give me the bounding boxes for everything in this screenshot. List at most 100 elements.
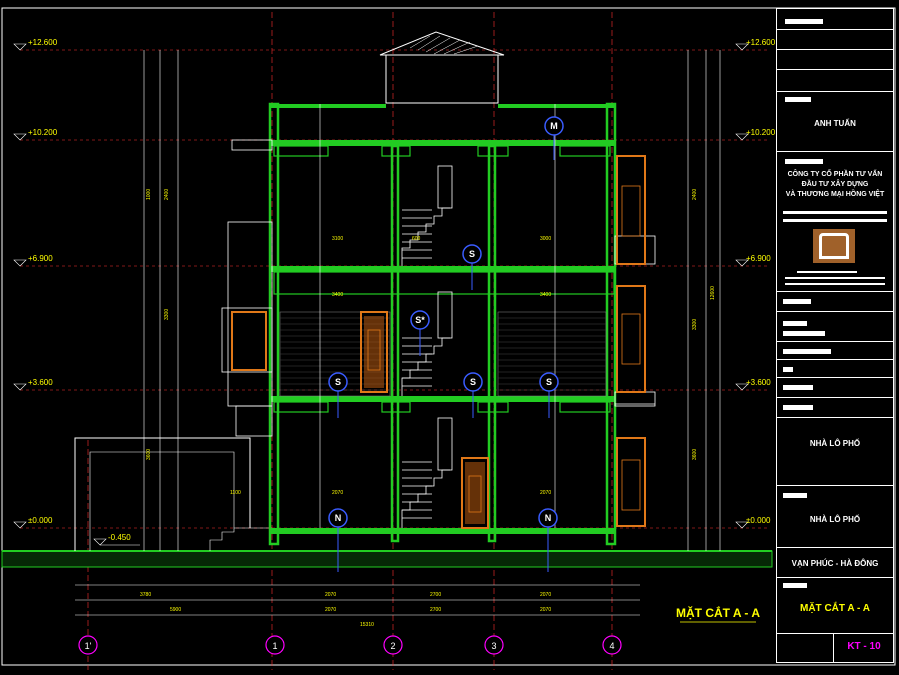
tb-role-bar-5 (783, 367, 793, 372)
svg-text:3780: 3780 (140, 592, 151, 598)
svg-text:3100: 3100 (332, 236, 343, 242)
svg-text:S: S (469, 249, 475, 259)
svg-text:2070: 2070 (332, 490, 343, 496)
level-marker-6900-right: +6.900 (735, 254, 771, 267)
svg-text:1100: 1100 (230, 490, 241, 496)
floor-slabs (270, 104, 615, 534)
sheet-number: KT - 10 (847, 641, 881, 652)
company-logo (813, 229, 855, 263)
level-marker-0000-left: ±0.000 (13, 516, 53, 529)
tag-s-left: S (328, 372, 348, 418)
axis-bubble-1p: 1' (78, 635, 98, 655)
axis-bubble-4: 4 (602, 635, 622, 655)
svg-text:15310: 15310 (360, 622, 374, 628)
svg-text:+6.900: +6.900 (746, 254, 771, 263)
svg-text:2: 2 (390, 641, 395, 651)
svg-text:+12.600: +12.600 (746, 38, 776, 47)
svg-text:-0.450: -0.450 (108, 533, 131, 542)
entry-steps (209, 527, 272, 551)
tb-company-heading-bar (785, 159, 823, 164)
room-tags: M S S* S S S N N (328, 116, 564, 572)
svg-text:5900: 5900 (170, 607, 181, 613)
svg-text:+12.600: +12.600 (28, 38, 58, 47)
axis-bubble-2: 2 (383, 635, 403, 655)
svg-text:N: N (335, 513, 342, 523)
tb-role-bar-4 (783, 349, 831, 354)
svg-text:3600: 3600 (692, 449, 698, 460)
horizontal-dimension-text: 3780 5900 2070 2700 2070 2070 2700 2070 … (140, 592, 551, 628)
beams (273, 145, 615, 413)
door-fill (364, 316, 485, 524)
svg-text:+3.600: +3.600 (746, 378, 771, 387)
svg-text:N: N (545, 513, 552, 523)
tag-s-center: S (463, 372, 483, 418)
svg-text:±0.000: ±0.000 (28, 516, 53, 525)
svg-text:1: 1 (272, 641, 277, 651)
level-marker-10200-left: +10.200 (13, 128, 58, 141)
tb-drawing-heading-bar (783, 583, 807, 588)
axis-bubbles: 1' 1 2 3 4 (78, 635, 622, 655)
horizontal-dimensions (75, 584, 640, 616)
level-marker-12600-right: +12.600 (735, 38, 776, 51)
dimension-text: 1000 3300 3600 2400 2400 3300 3600 12600… (146, 189, 716, 496)
level-marker-3600-left: +3.600 (13, 378, 53, 391)
svg-text:2400: 2400 (692, 189, 698, 200)
tag-n-right: N (538, 508, 558, 572)
svg-text:S: S (470, 377, 476, 387)
level-marker-12600-left: +12.600 (13, 38, 58, 51)
svg-text:3300: 3300 (692, 319, 698, 330)
project-location: VẠN PHÚC - HÀ ĐÔNG (791, 559, 879, 568)
tag-s-star: S* (410, 310, 430, 356)
tb-role-bar-6 (783, 385, 813, 390)
svg-text:2070: 2070 (540, 592, 551, 598)
svg-text:2700: 2700 (430, 592, 441, 598)
svg-text:3400: 3400 (332, 292, 343, 298)
sheet-border (1, 7, 896, 666)
svg-text:2070: 2070 (540, 490, 551, 496)
level-lines (20, 49, 770, 529)
svg-text:2070: 2070 (325, 607, 336, 613)
svg-text:+10.200: +10.200 (28, 128, 58, 137)
level-marker-3600-right: +3.600 (735, 378, 771, 391)
svg-text:2700: 2700 (430, 607, 441, 613)
svg-text:3600: 3600 (146, 449, 152, 460)
level-marker-6900-left: +6.900 (13, 254, 53, 267)
tag-n-left: N (328, 508, 348, 572)
company-address-bar-2 (785, 277, 885, 279)
company-line-1: CÔNG TY CỔ PHẦN TƯ VẤN (787, 171, 883, 178)
staircase (401, 165, 453, 528)
level-marker-10200-right: +10.200 (735, 128, 776, 141)
ground-hatch (1, 550, 773, 568)
company-subtext-bar (783, 211, 887, 214)
tb-role-bar-3 (783, 331, 825, 336)
axis-bubble-3: 3 (484, 635, 504, 655)
company-address-bar-3 (785, 283, 885, 285)
roof-gable (379, 31, 505, 56)
drawing-name: MẶT CẮT A - A (800, 603, 870, 614)
section-title: MẶT CẮT A - A (676, 605, 760, 620)
svg-text:S: S (335, 377, 341, 387)
company-address-bar (797, 271, 857, 273)
tag-m: M (544, 116, 564, 160)
svg-text:2400: 2400 (164, 189, 170, 200)
svg-text:1': 1' (85, 641, 92, 651)
company-line-3: VÀ THƯƠNG MẠI HỒNG VIỆT (785, 191, 885, 198)
tb-client-heading-bar (785, 97, 811, 102)
tb-role-bar-1 (783, 299, 811, 304)
svg-text:600: 600 (412, 236, 421, 242)
svg-text:1000: 1000 (146, 189, 152, 200)
svg-text:+6.900: +6.900 (28, 254, 53, 263)
client-name: ANH TUẤN (814, 119, 856, 128)
tag-s-stair-top: S (462, 244, 482, 290)
svg-text:12600: 12600 (710, 286, 716, 300)
svg-text:3300: 3300 (164, 309, 170, 320)
title-block: ANH TUẤN CÔNG TY CỔ PHẦN TƯ VẤN ĐẦU TƯ X… (776, 8, 894, 663)
axis-bubble-1: 1 (265, 635, 285, 655)
svg-text:±0.000: ±0.000 (746, 516, 771, 525)
project-name-1: NHÀ LÔ PHỐ (809, 439, 861, 448)
svg-text:4: 4 (609, 641, 614, 651)
tb-role-bar-2 (783, 321, 807, 326)
vertical-dimensions (143, 50, 721, 551)
tag-s-right: S (539, 372, 559, 418)
